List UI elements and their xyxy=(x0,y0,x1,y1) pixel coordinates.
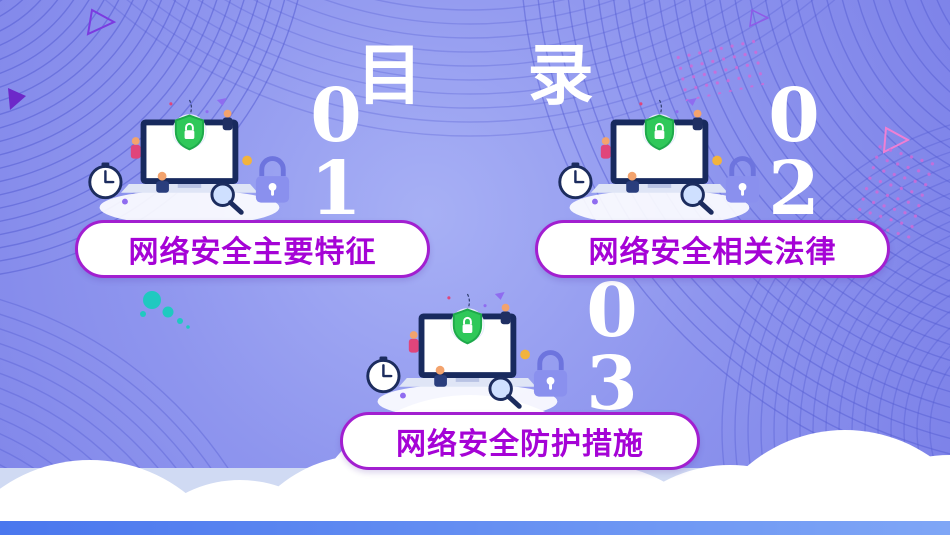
bottom-strip xyxy=(0,521,950,535)
number-digit: 0 xyxy=(768,73,820,159)
toc-item-label: 网络安全相关法律 xyxy=(588,236,837,269)
toc-item-label: 网络安全主要特征 xyxy=(128,236,377,269)
triangle-decoration xyxy=(749,8,770,28)
toc-item-number: 0 1 xyxy=(298,73,374,232)
number-digit: 3 xyxy=(586,340,638,427)
toc-item-label: 网络安全防护措施 xyxy=(396,428,644,461)
page-title: 目录 xyxy=(356,38,699,112)
toc-item-protection[interactable]: 网络安全防护措施 xyxy=(340,412,700,470)
toc-item-number: 0 3 xyxy=(574,268,650,427)
triangle-decoration xyxy=(8,88,26,110)
number-digit: 0 xyxy=(310,73,362,159)
toc-item-number: 0 2 xyxy=(756,73,832,232)
toc-item-features[interactable]: 网络安全主要特征 xyxy=(75,220,430,278)
security-illustration xyxy=(550,98,765,227)
security-illustration xyxy=(80,98,295,227)
number-digit: 1 xyxy=(310,145,362,232)
splash-decoration xyxy=(140,291,190,329)
triangle-decoration xyxy=(86,8,117,36)
number-digit: 2 xyxy=(768,145,820,232)
security-illustration xyxy=(358,292,573,421)
toc-item-laws[interactable]: 网络安全相关法律 xyxy=(535,220,890,278)
number-digit: 0 xyxy=(586,268,638,354)
